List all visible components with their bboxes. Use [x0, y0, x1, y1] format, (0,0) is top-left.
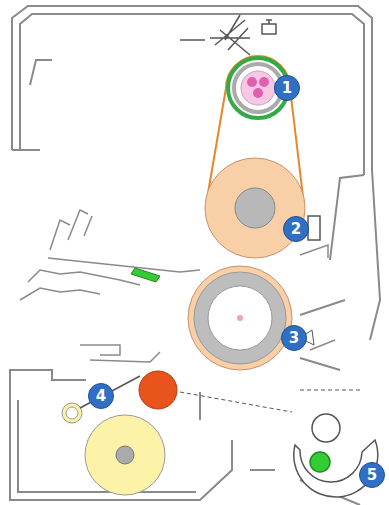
- roller-two: [205, 158, 320, 258]
- housing-frame: [10, 6, 380, 505]
- charger-assembly: [180, 15, 276, 55]
- callout-number: 2: [283, 216, 309, 242]
- developer-unit: [62, 371, 177, 495]
- paper-guide: [131, 268, 160, 282]
- callout-number: 5: [359, 462, 385, 488]
- paper-trays: [20, 210, 335, 362]
- callout-number: 1: [274, 75, 300, 101]
- callout-number: 4: [88, 383, 114, 409]
- roller-three: [188, 266, 314, 370]
- cleaning-unit: [180, 390, 378, 497]
- callout-number: 3: [281, 325, 307, 351]
